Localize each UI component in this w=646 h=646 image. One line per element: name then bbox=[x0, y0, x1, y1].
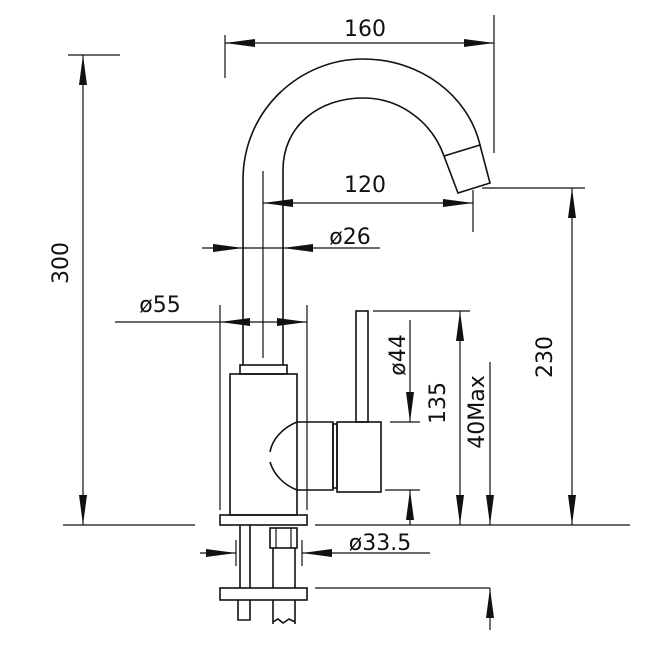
dim-label-300: 300 bbox=[49, 242, 74, 284]
spout bbox=[242, 58, 491, 365]
dimension-lines bbox=[63, 15, 630, 630]
dim-label-120: 120 bbox=[344, 173, 386, 198]
dim-label-135: 135 bbox=[426, 382, 451, 424]
faucet-body bbox=[219, 310, 382, 526]
dim-label-d26: ø26 bbox=[329, 225, 370, 250]
dim-label-160: 160 bbox=[344, 17, 386, 42]
mounting-shank bbox=[219, 525, 308, 624]
dim-label-40max: 40Max bbox=[465, 375, 490, 448]
dim-label-d33-5: ø33.5 bbox=[349, 531, 411, 556]
dim-label-d44: ø44 bbox=[386, 334, 411, 375]
dim-label-d55: ø55 bbox=[139, 293, 180, 318]
dim-label-230: 230 bbox=[533, 336, 558, 378]
